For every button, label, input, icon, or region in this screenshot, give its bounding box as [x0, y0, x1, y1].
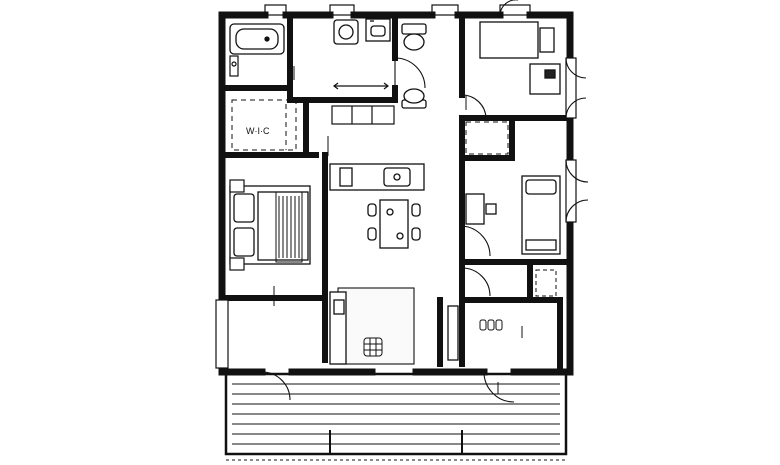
- double-bed: [229, 185, 311, 265]
- wic-label: W·I·C: [246, 126, 270, 136]
- kitchen-counter: [329, 163, 425, 191]
- laundry-bar: [333, 82, 389, 90]
- basket: [363, 337, 383, 357]
- door-swings: [261, 0, 589, 403]
- bed-top-right: [479, 21, 555, 59]
- washing-machine: [333, 19, 359, 45]
- desk-mid-right: [465, 193, 497, 225]
- bed-blanket: [275, 191, 303, 263]
- closet-top-right: [465, 121, 509, 155]
- bed-mid-right: [521, 175, 561, 255]
- interior-walls: [219, 12, 573, 373]
- tv-stand: [447, 305, 459, 361]
- deck: [224, 372, 568, 461]
- toilet-lower: [401, 88, 427, 109]
- dining-table: [367, 199, 421, 249]
- nightstands: [229, 179, 245, 271]
- desk-top-right: [529, 63, 561, 95]
- top-windows: [264, 4, 531, 16]
- upper-counter: [331, 105, 395, 125]
- bathtub: [229, 23, 285, 55]
- side-windows: [215, 57, 577, 369]
- walk-in-closet: [231, 99, 297, 151]
- sofa: [329, 291, 347, 365]
- shower-fixtures: [229, 55, 239, 77]
- toilet-upper: [401, 23, 427, 51]
- wash-basin: [365, 18, 391, 42]
- closet-lower-right: [535, 269, 557, 297]
- shoes: [479, 319, 503, 331]
